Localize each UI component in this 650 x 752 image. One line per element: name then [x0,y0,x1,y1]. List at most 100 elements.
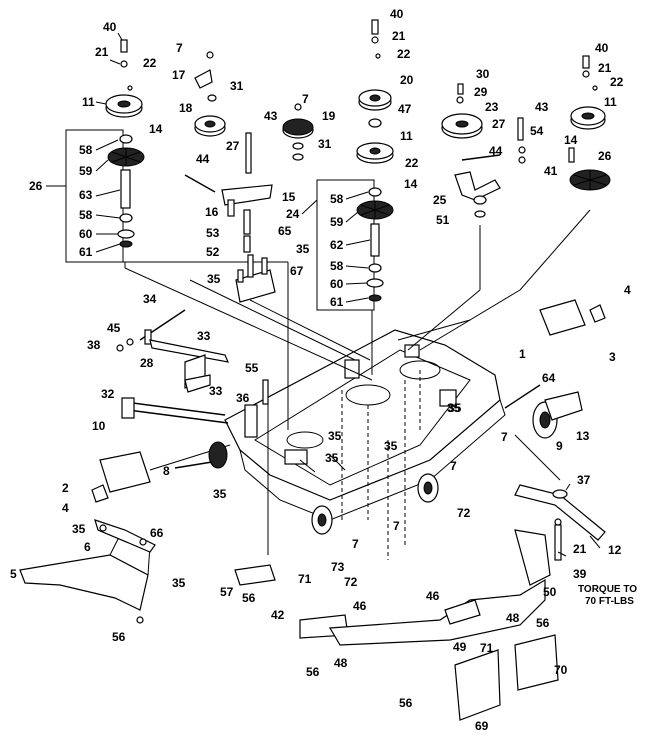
callout-72: 72 [344,575,358,589]
center-spindle-assembly [316,19,394,311]
callout-23: 23 [485,100,499,114]
part-callouts: 40 21 22 11 14 58 59 26 63 58 60 61 7 17… [10,7,637,733]
callout-7: 7 [450,459,457,473]
callout-18: 18 [179,101,193,115]
callout-48: 48 [506,611,520,625]
callout-35: 35 [448,401,462,415]
callout-42: 42 [271,608,285,622]
callout-43: 43 [264,109,278,123]
callout-58: 58 [79,208,93,222]
callout-5: 5 [10,567,17,581]
callout-11: 11 [604,95,617,109]
callout-60: 60 [79,227,93,241]
callout-21: 21 [598,61,612,75]
callout-54: 54 [530,124,544,138]
callout-61: 61 [330,295,344,309]
callout-62: 62 [330,238,344,252]
callout-19: 19 [322,109,336,123]
callout-33: 33 [209,384,223,398]
spindle-center-lines [341,370,421,560]
callout-leaders [46,32,601,557]
callout-52: 52 [206,245,220,259]
callout-64: 64 [542,371,556,385]
callout-65: 65 [278,224,292,238]
callout-38: 38 [87,338,101,352]
callout-7: 7 [302,92,309,106]
callout-11: 11 [82,95,95,109]
callout-50: 50 [543,585,557,599]
callout-22: 22 [405,156,419,170]
torque-note-line-2: 70 FT-LBS [585,596,634,607]
callout-21: 21 [392,29,406,43]
callout-40: 40 [103,20,117,34]
callout-56: 56 [242,591,256,605]
callout-14: 14 [564,133,578,147]
callout-31: 31 [230,79,244,93]
callout-46: 46 [353,599,367,613]
callout-30: 30 [476,67,490,81]
callout-58: 58 [330,259,344,273]
assembly-leader-lines [123,209,591,481]
deck-lift-hardware [91,309,269,555]
callout-49: 49 [453,640,467,654]
callout-36: 36 [236,391,250,405]
callout-59: 59 [330,215,344,229]
callout-35: 35 [328,429,342,443]
right-spindle-assembly [568,55,611,191]
callout-14: 14 [404,177,418,191]
mower-deck [224,319,506,521]
callout-61: 61 [79,245,93,259]
torque-note-line-1: TORQUE TO [578,584,637,595]
callout-17: 17 [172,68,186,82]
callout-72: 72 [457,506,471,520]
callout-71: 71 [480,641,494,655]
callout-47: 47 [398,102,412,116]
callout-51: 51 [436,213,450,227]
callout-45: 45 [107,321,121,335]
callout-58: 58 [330,192,344,206]
callout-46: 46 [426,589,440,603]
callout-63: 63 [79,188,93,202]
callout-41: 41 [544,164,558,178]
callout-55: 55 [245,361,259,375]
callout-39: 39 [573,567,587,581]
callout-21: 21 [573,542,587,556]
callout-20: 20 [400,73,414,87]
callout-7: 7 [501,430,508,444]
callout-69: 69 [475,719,489,733]
callout-71: 71 [298,572,312,586]
callout-59: 59 [79,164,93,178]
callout-24: 24 [286,207,300,221]
callout-21: 21 [95,45,109,59]
callout-22: 22 [397,47,411,61]
callout-33: 33 [197,329,211,343]
callout-31: 31 [318,137,332,151]
callout-27: 27 [226,139,240,153]
callout-25: 25 [433,193,447,207]
callout-16: 16 [205,205,219,219]
callout-9: 9 [556,439,563,453]
callout-15: 15 [282,190,296,204]
callout-35: 35 [172,576,186,590]
callout-13: 13 [576,429,590,443]
callout-57: 57 [220,585,234,599]
left-spindle-assembly [65,39,145,263]
callout-53: 53 [206,226,220,240]
callout-28: 28 [140,356,154,370]
callout-44: 44 [196,152,210,166]
callout-2: 2 [62,481,69,495]
callout-35: 35 [296,242,310,256]
callout-3: 3 [609,350,616,364]
callout-10: 10 [92,419,106,433]
callout-32: 32 [101,387,115,401]
callout-27: 27 [492,117,506,131]
callout-40: 40 [390,7,404,21]
callout-40: 40 [595,41,609,55]
callout-35: 35 [384,439,398,453]
callout-56: 56 [536,616,550,630]
cutting-blade [514,484,606,561]
callout-6: 6 [84,540,91,554]
callout-14: 14 [149,122,163,136]
callout-8: 8 [163,464,170,478]
